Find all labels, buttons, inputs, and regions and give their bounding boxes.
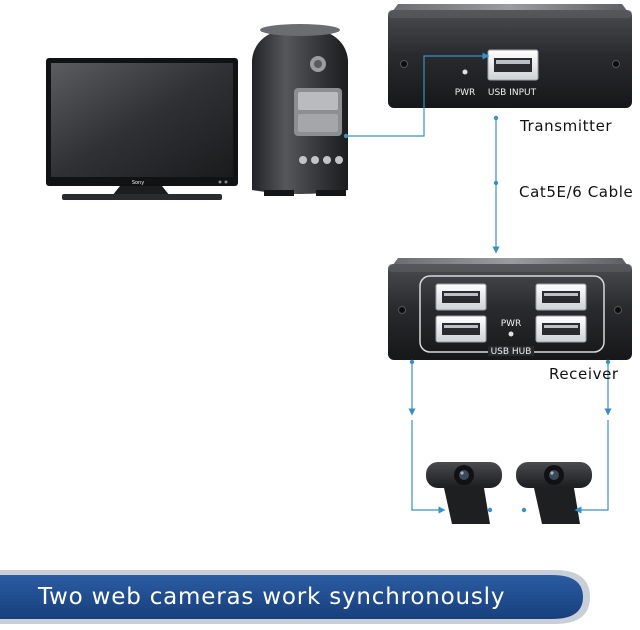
- transmitter-device: PWR USB INPUT: [388, 4, 632, 108]
- receiver-device: PWR USB HUB: [388, 258, 632, 360]
- banner-text: Two web cameras work synchronously: [38, 584, 506, 610]
- connector-dots: [343, 115, 611, 513]
- tx-pwr-label: PWR: [455, 88, 476, 98]
- usb-port-icon: [535, 315, 587, 343]
- webcam-icon: [426, 462, 502, 524]
- usb-port-icon: [435, 315, 487, 343]
- transmitter-label: Transmitter: [520, 117, 613, 135]
- usb-port-icon: [487, 49, 539, 81]
- webcam-icon: [516, 462, 592, 524]
- computer-tower-icon: [252, 24, 348, 196]
- rx-usb-hub-label: USB HUB: [491, 347, 532, 357]
- cable-label: Cat5E/6 Cable: [519, 183, 634, 201]
- usb-port-icon: [535, 283, 587, 311]
- usb-port-icon: [435, 283, 487, 311]
- monitor-brand: Sony: [132, 180, 144, 186]
- rx-pwr-label: PWR: [501, 319, 522, 329]
- monitor-icon: Sony: [46, 58, 238, 200]
- banner-shape: [0, 570, 590, 624]
- connector-lines: [346, 52, 612, 514]
- tx-usb-input-label: USB INPUT: [488, 88, 537, 98]
- receiver-label: Receiver: [549, 365, 619, 383]
